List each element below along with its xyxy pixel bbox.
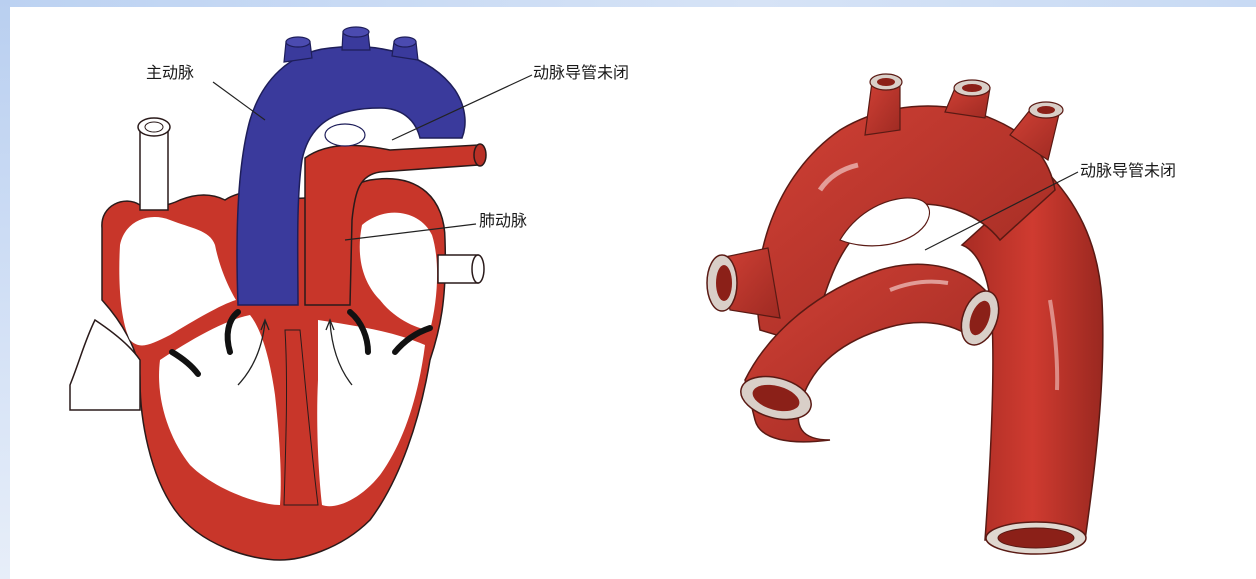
label-ductus-right: 动脉导管未闭 [1080,162,1176,180]
ductus-3d-figure [707,74,1103,554]
label-pulmonary-artery: 肺动脉 [479,212,527,230]
superior-vena-cava [140,128,168,210]
label-ductus-left: 动脉导管未闭 [533,64,629,82]
label-aorta: 主动脉 [146,64,194,82]
aortic-arch-opening [325,124,365,146]
left-ventricle-cavity [317,320,425,506]
heart-section-figure [70,27,532,560]
descending-aorta [962,170,1103,540]
